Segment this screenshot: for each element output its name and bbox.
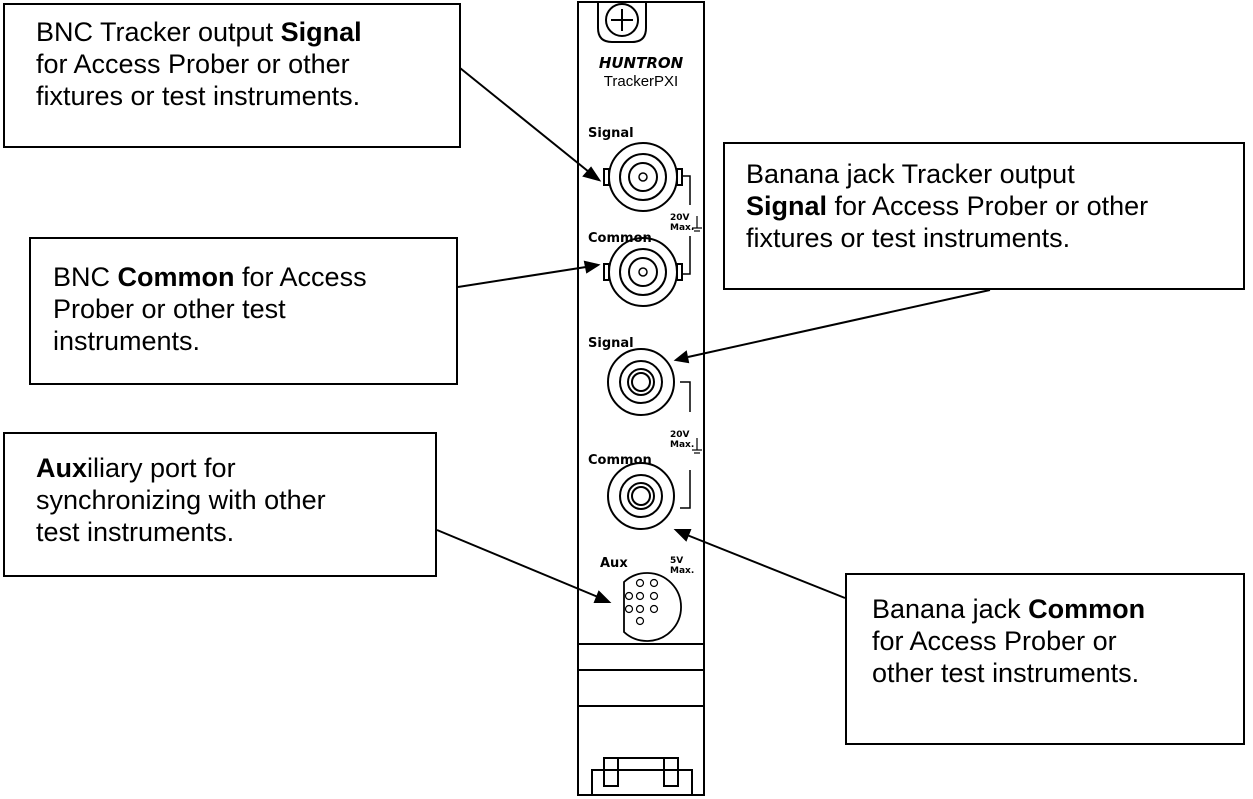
callout-line: Banana jack Tracker output (746, 159, 1075, 189)
callout-line: BNC Common for Access (53, 262, 367, 292)
callout-line: instruments. (53, 326, 201, 356)
callout-line: fixtures or test instruments. (746, 223, 1071, 253)
model-name: TrackerPXI (604, 73, 678, 90)
leader-banana-common (686, 534, 846, 599)
callout-bnc-signal: BNC Tracker output Signal for Access Pro… (3, 3, 461, 148)
arrowhead-icon (582, 166, 602, 182)
banana-common-label: Common (588, 453, 652, 468)
callout-line: for Access Prober or other (36, 49, 350, 79)
callout-banana-signal: Banana jack Tracker output Signal for Ac… (723, 142, 1245, 290)
callout-line: other test instruments. (872, 658, 1140, 688)
bnc-common-label: Common (588, 231, 652, 246)
brand-logo: HUNTRON (599, 54, 684, 72)
bnc-signal-connector-icon (603, 142, 683, 212)
banana-common-jack-icon (607, 462, 675, 530)
aux-5v-label: 5V (670, 556, 683, 566)
callout-line: Prober or other test (53, 294, 286, 324)
callout-line: test instruments. (36, 517, 235, 547)
arrowhead-icon (583, 260, 601, 274)
callout-aux: Auxiliary port for synchronizing with ot… (3, 432, 437, 577)
ground-icon (692, 216, 702, 232)
bnc-common-connector-icon (603, 237, 683, 307)
leader-lines (436, 67, 991, 603)
leader-bnc-common (457, 266, 587, 288)
callout-line: fixtures or test instruments. (36, 81, 361, 111)
panel-body (577, 1, 705, 796)
banana-signal-jack-icon (607, 348, 675, 416)
arrowhead-icon (673, 350, 690, 364)
bnc-signal-label: Signal (588, 126, 634, 141)
banana-max-label: Max. (670, 440, 694, 450)
callout-bnc-common: BNC Common for Access Prober or other te… (29, 237, 458, 385)
bnc-max-label: Max. (670, 223, 694, 233)
arrowhead-icon (673, 529, 692, 542)
callout-line: Signal for Access Prober or other (746, 191, 1149, 221)
leader-aux (436, 529, 599, 598)
banana-20v-label: 20V (670, 430, 690, 440)
aux-max-label: Max. (670, 566, 694, 576)
bnc-ground-bracket (682, 175, 691, 275)
callout-line: Banana jack Common (872, 594, 1146, 624)
callout-line: Auxiliary port for (36, 453, 236, 483)
leader-bnc-signal (459, 67, 590, 173)
leader-banana-signal (687, 289, 991, 358)
panel-screw-icon (597, 2, 647, 43)
callout-line: synchronizing with other (36, 485, 326, 515)
aux-port-icon (623, 572, 682, 642)
banana-ground-bracket (680, 381, 691, 509)
banana-signal-label: Signal (588, 336, 634, 351)
callout-banana-common: Banana jack Common for Access Prober or … (845, 573, 1245, 745)
callout-line: for Access Prober or (872, 626, 1117, 656)
bnc-20v-label: 20V (670, 213, 690, 223)
callout-line: BNC Tracker output Signal (36, 17, 362, 47)
aux-label: Aux (600, 556, 628, 571)
ground-icon (692, 438, 702, 454)
arrowhead-icon (593, 590, 612, 603)
